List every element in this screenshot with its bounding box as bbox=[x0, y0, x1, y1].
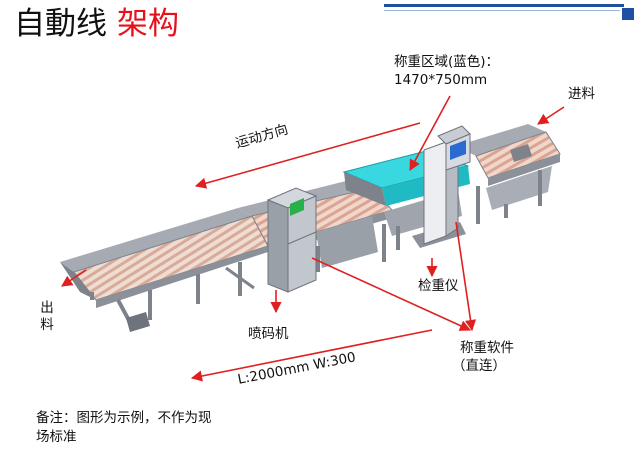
checkweigher-label: 检重仪 bbox=[418, 278, 459, 294]
infeed-arrow bbox=[537, 106, 565, 125]
weigh-zone-label: 称重区域(蓝色)： bbox=[394, 54, 500, 70]
page-title: 自動线架构 bbox=[14, 4, 179, 44]
outfeed-arrow bbox=[61, 269, 87, 287]
outfeed-conveyor bbox=[60, 208, 269, 332]
direct-connect-label: （直连） bbox=[452, 358, 506, 374]
annotation-arrows bbox=[61, 95, 565, 382]
infeed-conveyor bbox=[456, 124, 561, 224]
weigh-zone-arrow bbox=[409, 95, 451, 171]
inkjet-coder-label: 喷码机 bbox=[248, 326, 289, 342]
inkjet-coder-cabinet bbox=[266, 187, 318, 293]
checkweigher-tower bbox=[412, 125, 471, 248]
title-main: 自動线 bbox=[14, 6, 107, 42]
outfeed-label: 出料 bbox=[40, 300, 54, 333]
length-arrow bbox=[190, 329, 433, 382]
infeed-label: 进料 bbox=[568, 86, 595, 102]
header-decoration bbox=[384, 0, 640, 26]
weigh-zone-size-label: 1470*750mm bbox=[394, 72, 488, 88]
weigh-software-label: 称重软件 bbox=[460, 340, 514, 356]
software-arrow-1 bbox=[311, 257, 472, 331]
note-line-2: 场标准 bbox=[36, 429, 77, 445]
direction-arrow bbox=[194, 122, 421, 189]
note-line-1: 备注：图形为示例，不作为现 bbox=[36, 410, 212, 426]
title-highlight: 架构 bbox=[117, 6, 179, 42]
software-arrow-2 bbox=[455, 221, 477, 332]
